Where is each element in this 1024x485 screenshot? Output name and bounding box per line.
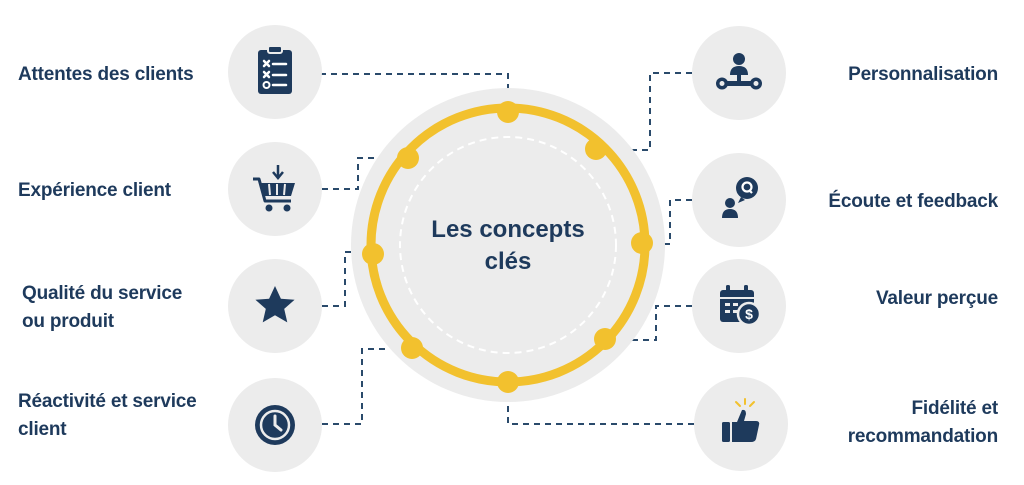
connector-reactivite — [322, 348, 390, 425]
ring-dots — [362, 101, 653, 393]
center-bg-circle — [351, 88, 665, 402]
label-line: Écoute et feedback — [828, 191, 998, 212]
ring-dot — [397, 147, 419, 169]
person-settings-icon — [716, 53, 762, 90]
label-experience-client: Expérience client — [18, 177, 171, 205]
label-personnalisation: Personnalisation — [848, 61, 998, 89]
center-title-line2: clés — [484, 248, 532, 275]
ring-dot — [497, 101, 519, 123]
ring-dot — [497, 371, 519, 393]
connector-qualite — [322, 251, 360, 307]
center-title-line1: Les concepts — [431, 216, 585, 243]
connector-ecoute — [655, 199, 692, 245]
label-fidelite-et-recommandation: Fidélité et recommandation — [848, 395, 998, 451]
label-valeur-percue: Valeur perçue — [876, 285, 998, 313]
connector-personnalisation — [628, 72, 692, 151]
label-line: Personnalisation — [848, 64, 998, 85]
label-line: Valeur perçue — [875, 288, 998, 309]
connector-experience — [322, 157, 384, 190]
star-icon — [255, 286, 295, 323]
ring-dot — [594, 328, 616, 350]
calendar-dollar-icon: $ — [720, 285, 762, 327]
label-line: Expérience client — [18, 180, 171, 201]
label-line: Qualité du service — [22, 283, 183, 304]
ring-dot — [401, 337, 423, 359]
label-reactivite-et-service: Réactivité et service client — [18, 388, 197, 444]
clock-icon — [255, 405, 295, 445]
center-title: Les concepts clés — [408, 214, 608, 278]
label-line: Réactivité et service — [18, 391, 197, 412]
center-dashed-ring — [399, 136, 617, 354]
label-attentes-des-clients: Attentes des clients — [18, 61, 194, 89]
ring-dot — [362, 243, 384, 265]
label-line: Fidélité et — [911, 398, 999, 419]
label-line: client — [18, 419, 67, 440]
shopping-cart-icon — [253, 165, 295, 212]
person-question-icon — [722, 177, 758, 218]
thumbs-up-icon — [722, 398, 760, 442]
label-line: recommandation — [847, 426, 998, 447]
icon-bg-ecoute — [692, 153, 786, 247]
ring-dot — [585, 138, 607, 160]
svg-text:$: $ — [745, 306, 753, 322]
checklist-icon — [258, 45, 292, 94]
label-line: Attentes des clients — [18, 64, 194, 85]
label-ecoute-et-feedback: Écoute et feedback — [828, 188, 998, 216]
label-line: ou produit — [22, 311, 114, 332]
label-qualite-du-service: Qualité du service ou produit — [22, 280, 182, 336]
ring-dot — [631, 232, 653, 254]
